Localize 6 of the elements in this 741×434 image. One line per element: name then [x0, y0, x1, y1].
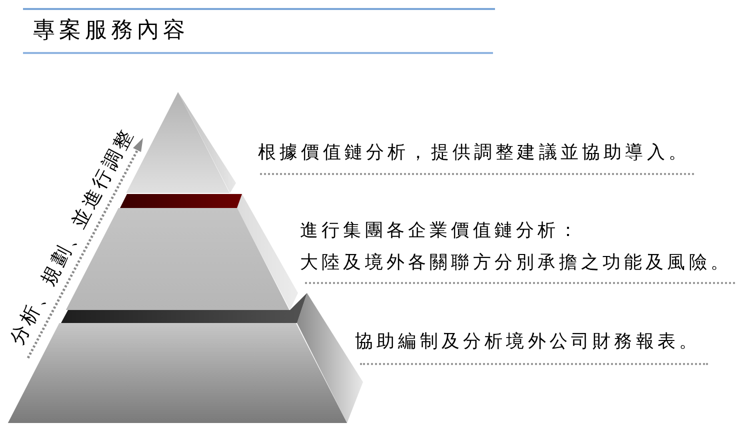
- tier-description: 協助編制及分析境外公司財務報表。: [355, 330, 701, 354]
- tier-description: 大陸及境外各關聯方分別承擔之功能及風險。: [300, 251, 732, 275]
- title: 專案服務內容: [33, 17, 189, 45]
- tier-description: 進行集團各企業價值鏈分析：: [300, 219, 581, 243]
- slope-label: 並進行調整: [67, 124, 139, 232]
- tier-description: 根據價值鏈分析，提供調整建議並協助導入。: [258, 141, 690, 165]
